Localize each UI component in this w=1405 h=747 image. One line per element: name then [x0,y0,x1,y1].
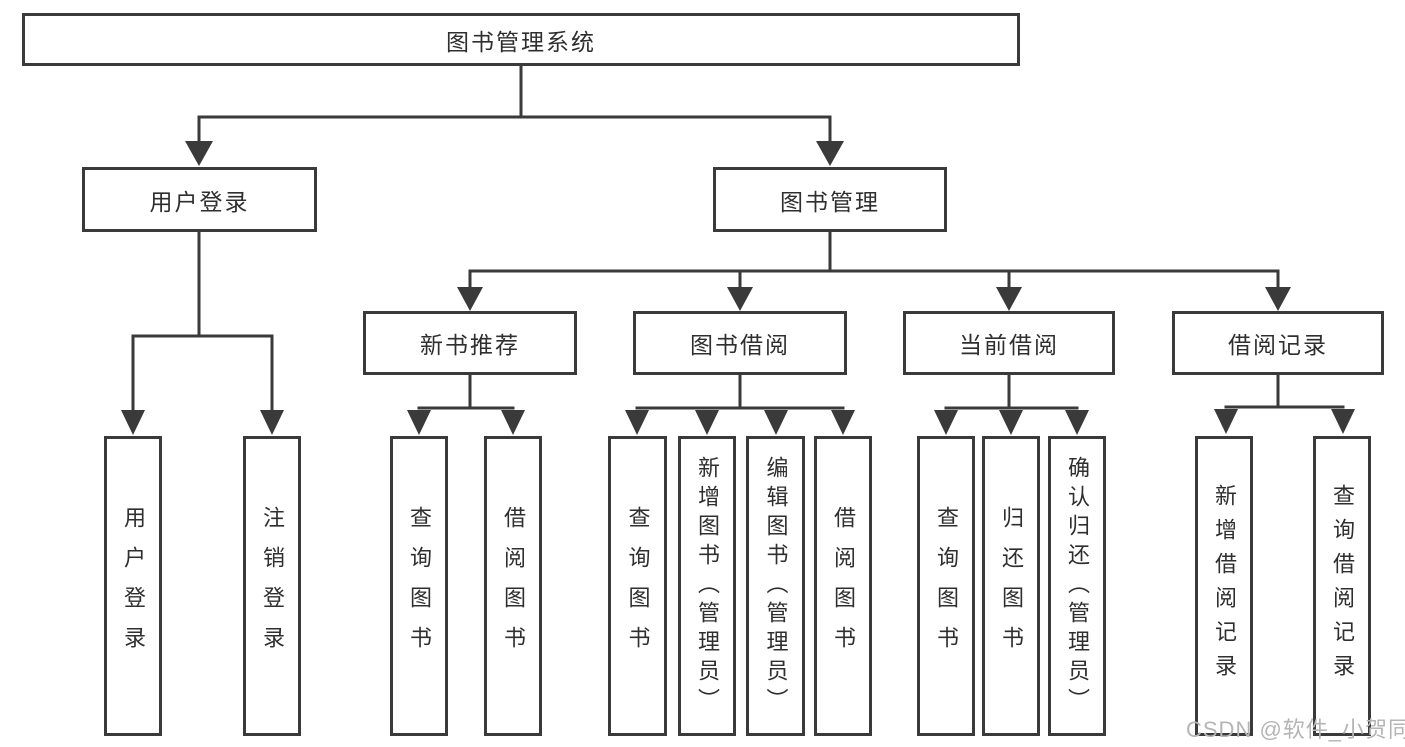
node-confirm-return-admin-label: 确认归还（管理员） [1065,455,1090,717]
node-add-borrow-record: 新增借阅记录 [1195,436,1253,736]
node-query-books-current-label: 查询图书 [934,506,959,666]
node-root-label: 图书管理系统 [446,28,596,55]
node-current-borrowing-label: 当前借阅 [959,332,1059,358]
node-book-borrowing: 图书借阅 [633,311,847,375]
node-borrow-books-recommend: 借阅图书 [484,436,542,736]
node-confirm-return-admin: 确认归还（管理员） [1048,436,1106,736]
node-borrow-books: 借阅图书 [814,436,872,736]
node-root: 图书管理系统 [22,13,1020,66]
node-query-books-borrow-label: 查询图书 [625,506,651,666]
node-edit-books-admin: 编辑图书（管理员） [746,436,805,736]
node-query-borrow-record: 查询借阅记录 [1313,436,1371,736]
arrowhead-icons [121,141,1355,435]
node-query-books-recommend-label: 查询图书 [407,506,432,666]
node-new-book-recommend: 新书推荐 [363,311,577,375]
node-book-borrowing-label: 图书借阅 [690,332,790,358]
node-logout-label: 注销登录 [260,506,285,666]
node-add-books-admin: 新增图书（管理员） [678,436,736,736]
node-book-management: 图书管理 [713,167,947,232]
node-add-books-admin-label: 新增图书（管理员） [695,455,720,717]
node-return-books: 归还图书 [982,436,1040,736]
node-query-borrow-record-label: 查询借阅记录 [1330,484,1355,688]
node-query-books-current: 查询图书 [917,436,975,736]
node-current-borrowing: 当前借阅 [903,311,1115,375]
node-borrowing-records-label: 借阅记录 [1228,332,1328,358]
csdn-watermark: CSDN @软件_小贺同学 [1186,717,1405,742]
node-logout: 注销登录 [243,436,301,736]
node-borrow-books-recommend-label: 借阅图书 [501,506,526,666]
node-return-books-label: 归还图书 [999,506,1024,666]
node-query-books-recommend: 查询图书 [390,436,448,736]
node-borrowing-records: 借阅记录 [1172,311,1384,375]
node-user-login: 用户登录 [82,167,317,232]
node-book-management-label: 图书管理 [780,188,880,215]
node-add-borrow-record-label: 新增借阅记录 [1212,484,1237,688]
node-borrow-books-label: 借阅图书 [831,506,856,666]
node-login: 用户登录 [104,436,162,736]
node-user-login-label: 用户登录 [149,188,250,215]
node-edit-books-admin-label: 编辑图书（管理员） [763,455,789,717]
node-new-book-recommend-label: 新书推荐 [420,332,520,358]
node-query-books-borrow: 查询图书 [608,436,667,736]
connector-path [131,64,1345,414]
node-login-label: 用户登录 [121,506,146,666]
